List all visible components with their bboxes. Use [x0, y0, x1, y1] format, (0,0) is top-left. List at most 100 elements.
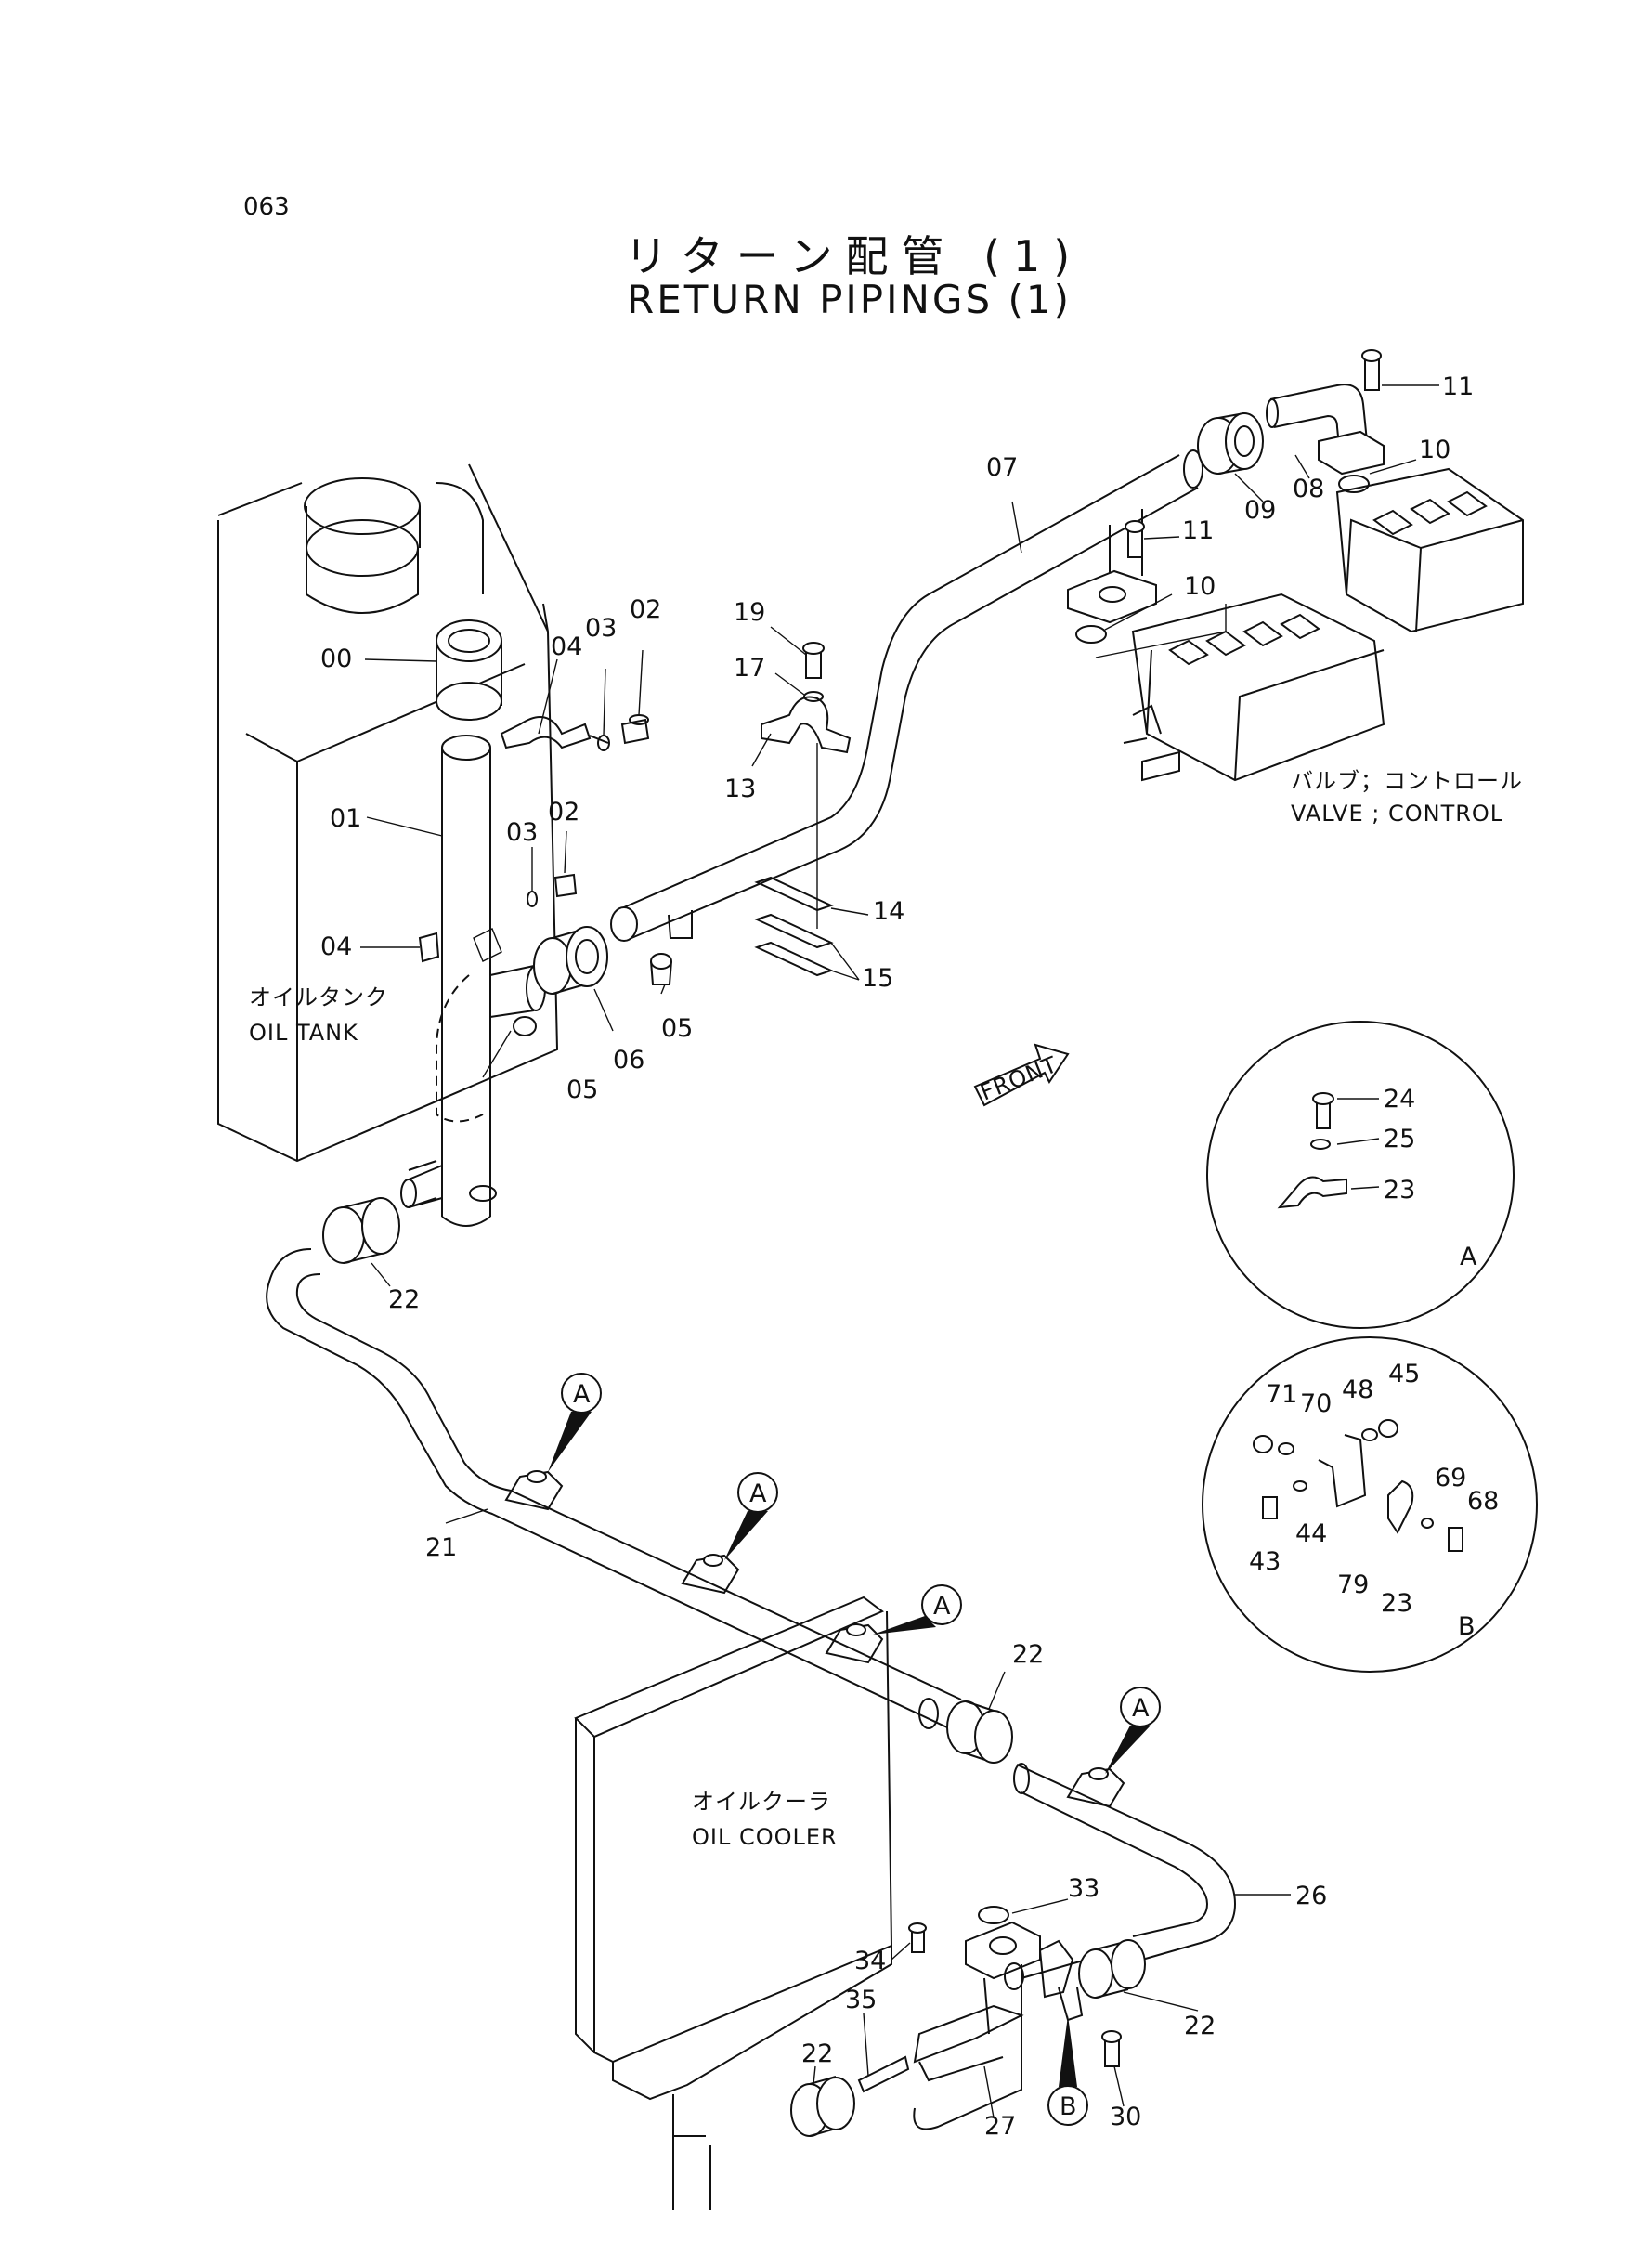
part-22-hose-c: [1078, 1939, 1146, 1999]
detail-a-callout-24: 24: [1384, 1085, 1415, 1114]
detail-b-callout-45: 45: [1388, 1360, 1420, 1388]
callout-05-left: 05: [566, 1075, 598, 1104]
detail-b-callout-69: 69: [1435, 1464, 1466, 1492]
part-14-plate: [754, 876, 834, 912]
detail-a-callout-23: 23: [1384, 1176, 1415, 1205]
detail-b-callout-43: 43: [1249, 1547, 1281, 1576]
part-22-hose-d: [790, 2076, 855, 2137]
callout-02-upper: 02: [630, 595, 661, 624]
callout-33: 33: [1068, 1874, 1099, 1903]
callout-10-lower: 10: [1184, 572, 1216, 601]
detail-b-callout-48: 48: [1342, 1375, 1373, 1404]
part-07-pipe: [610, 449, 1203, 942]
callout-05-right: 05: [661, 1014, 693, 1043]
callout-34: 34: [854, 1947, 886, 1975]
oil-tank-label-en: OIL TANK: [249, 1020, 358, 1046]
callout-00: 00: [320, 645, 352, 673]
detail-a-callout-25: 25: [1384, 1125, 1415, 1153]
part-00-seal: [436, 619, 502, 721]
detail-b-callout-23: 23: [1381, 1589, 1412, 1618]
ref-marker-b1[interactable]: B: [1047, 2015, 1088, 2126]
callout-30: 30: [1110, 2103, 1141, 2131]
callout-10-upper: 10: [1419, 436, 1450, 464]
part-22-hose-b: [918, 1698, 1013, 1764]
part-30-bolt: [1101, 2030, 1122, 2067]
part-13-bracket: [761, 696, 852, 929]
detail-b-callout-79: 79: [1337, 1570, 1369, 1599]
control-valve-assembly: バルブ；コントロール VALVE ; CONTROL: [1123, 467, 1524, 827]
ref-marker-a4-label: A: [1132, 1694, 1150, 1723]
part-10-orings: [1075, 475, 1370, 658]
part-08-elbow: [1266, 384, 1385, 476]
detail-b-name: B: [1458, 1612, 1476, 1641]
callout-19: 19: [734, 598, 765, 627]
detail-b: 71 70 48 45 69 68 43 44 79 23 B: [1202, 1336, 1538, 1673]
callout-22-middle: 22: [1012, 1640, 1044, 1669]
oil-cooler-label-jp: オイルクーラ: [692, 1789, 831, 1815]
part-01-pipe: [400, 735, 546, 1227]
ref-marker-a1-label: A: [573, 1380, 591, 1409]
callout-06: 06: [613, 1046, 644, 1075]
detail-a-name: A: [1460, 1243, 1477, 1271]
part-21-pipe: [266, 1248, 962, 1728]
part-35-fitting: [857, 2055, 910, 2093]
oil-tank-label-jp: オイルタンク: [249, 984, 388, 1010]
front-arrow-label: FRONT: [977, 1051, 1061, 1106]
upper-clamp-04: [500, 714, 650, 751]
tank-outlet: [408, 1160, 497, 1208]
leader-lines: [360, 384, 1439, 2118]
part-09-hose: [1197, 412, 1264, 475]
control-valve-label-en: VALVE ; CONTROL: [1291, 801, 1503, 827]
detail-b-callout-68: 68: [1467, 1487, 1499, 1516]
title-english: RETURN PIPINGS (1): [627, 277, 1072, 322]
oil-cooler: オイルクーラ OIL COOLER: [574, 1596, 893, 2210]
callout-15: 15: [862, 964, 893, 993]
callout-17: 17: [734, 654, 765, 683]
callout-26: 26: [1295, 1882, 1327, 1910]
callout-11-upper: 11: [1442, 372, 1474, 401]
callout-04-upper: 04: [551, 632, 582, 661]
oil-tank: オイルタンク OIL TANK: [217, 463, 559, 1163]
ref-marker-a3[interactable]: A: [873, 1584, 962, 1635]
part-05-plug: [650, 953, 672, 985]
callout-35: 35: [845, 1986, 877, 2014]
callout-11-lower: 11: [1182, 516, 1214, 545]
pipe-21-clamp-2: [681, 1554, 740, 1595]
callout-03-lower: 03: [506, 818, 538, 847]
ref-marker-a3-label: A: [933, 1592, 951, 1621]
control-valve-label-jp: バルブ；コントロール: [1291, 768, 1523, 794]
part-22-hose-a: [322, 1197, 400, 1264]
ref-marker-a1[interactable]: A: [548, 1373, 602, 1472]
callout-01: 01: [330, 804, 361, 833]
part-11-bolt-upper: [1361, 349, 1382, 391]
callout-21: 21: [425, 1533, 457, 1562]
callout-08: 08: [1293, 475, 1324, 503]
front-arrow: FRONT: [973, 1043, 1070, 1107]
oil-cooler-label-en: OIL COOLER: [692, 1824, 838, 1850]
part-15-plates: [754, 913, 834, 977]
part-34-bolt: [908, 1922, 927, 1953]
part-33-gasket: [978, 1906, 1009, 1924]
callout-03-upper: 03: [585, 614, 617, 643]
callout-07: 07: [986, 453, 1018, 482]
ref-marker-a2-label: A: [749, 1479, 767, 1508]
callout-13: 13: [724, 775, 756, 803]
callout-22-left: 22: [801, 2039, 833, 2068]
part-06-hose: [513, 926, 608, 1036]
callout-14: 14: [873, 897, 904, 926]
ref-marker-b1-label: B: [1060, 2092, 1077, 2121]
callout-27: 27: [984, 2112, 1016, 2141]
callout-09: 09: [1244, 496, 1276, 525]
part-11-bolt-mid: [1125, 520, 1145, 558]
detail-b-callout-44: 44: [1295, 1519, 1327, 1548]
ref-marker-a2[interactable]: A: [724, 1472, 778, 1560]
callout-22-right: 22: [1184, 2012, 1216, 2040]
callout-02-lower: 02: [548, 798, 579, 827]
callout-04-lower: 04: [320, 932, 352, 961]
clamp-b-assembly: [1038, 1939, 1084, 2022]
ref-marker-a4[interactable]: A: [1105, 1687, 1161, 1774]
detail-b-callout-70: 70: [1300, 1389, 1332, 1418]
part-26-pipe: [1013, 1763, 1237, 1961]
part-27-elbow: [913, 1921, 1087, 2130]
